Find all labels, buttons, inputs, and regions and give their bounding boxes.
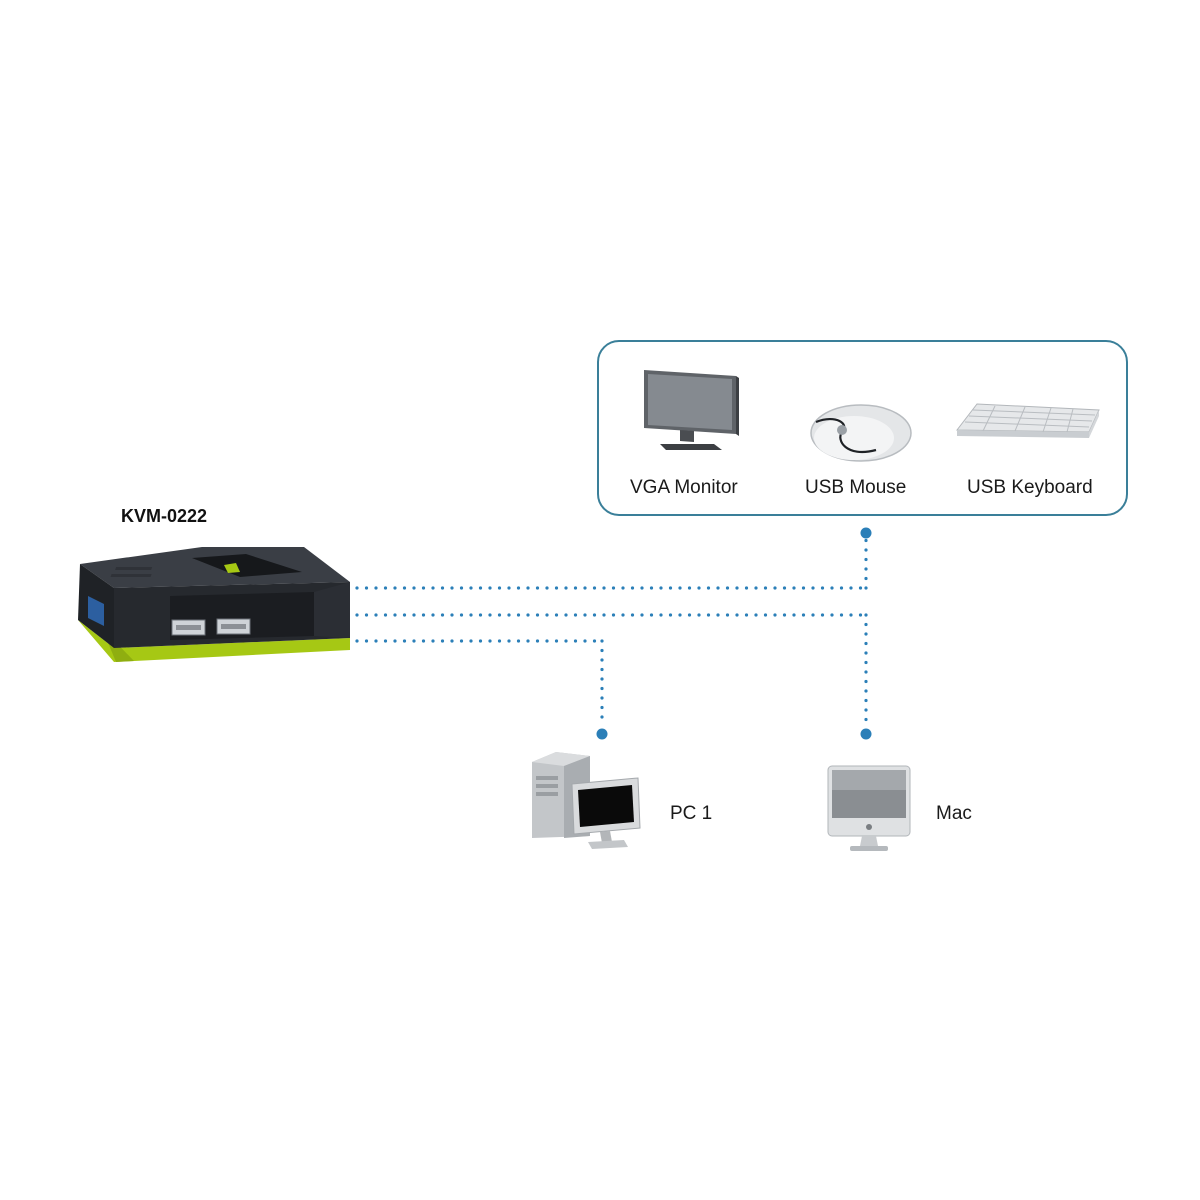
computer-label-mac: Mac: [936, 803, 972, 824]
kvm-switch-icon: [78, 547, 350, 662]
mouse-icon: [810, 404, 912, 462]
endpoint-peripherals: [860, 527, 872, 539]
peripheral-group-box: [597, 340, 1128, 516]
endpoint-pc1: [596, 728, 608, 740]
computer-label-pc1: PC 1: [670, 803, 713, 824]
keyboard-icon: [955, 403, 1100, 438]
endpoint-mac: [860, 728, 872, 740]
peripheral-label-monitor: VGA Monitor: [630, 477, 738, 498]
imac-icon: [827, 765, 911, 851]
desktop-pc-icon: [532, 752, 641, 849]
peripheral-label-mouse: USB Mouse: [805, 477, 907, 498]
device-title: KVM-0222: [121, 506, 208, 526]
monitor-icon: [644, 370, 739, 450]
peripheral-label-keyboard: USB Keyboard: [967, 477, 1093, 498]
